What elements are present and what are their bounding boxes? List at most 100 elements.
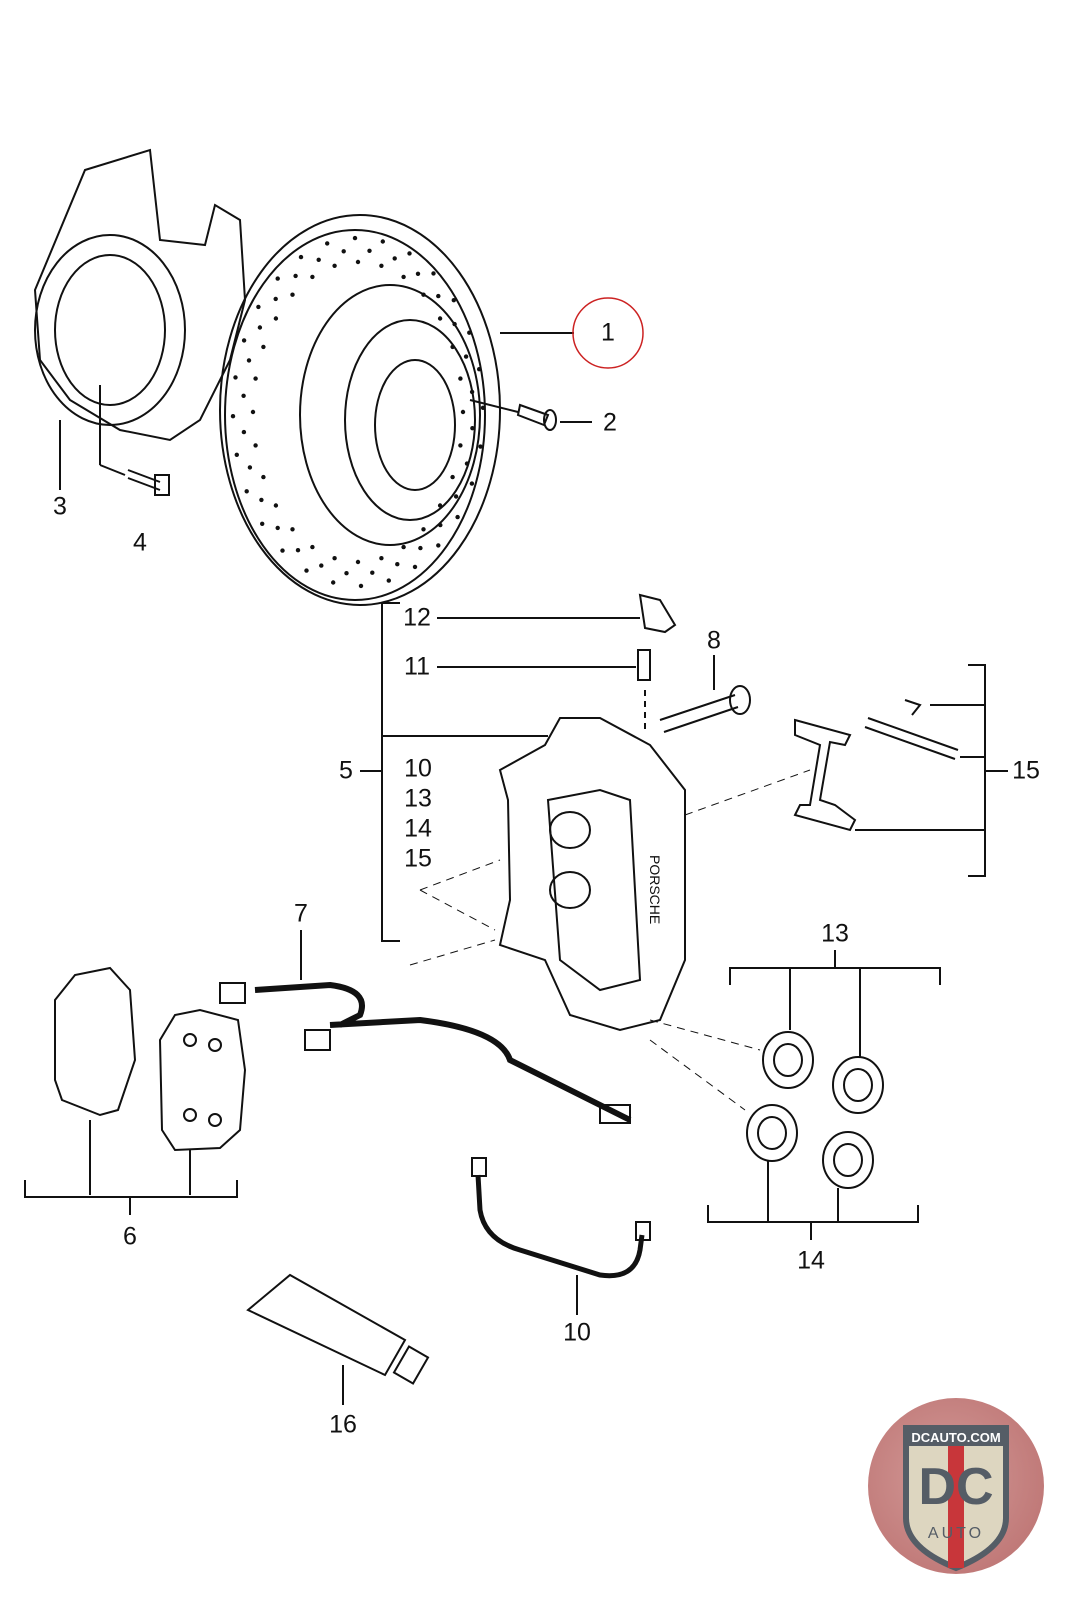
drill-hole [316, 257, 321, 262]
drill-hole [247, 465, 253, 470]
drill-hole [304, 568, 309, 573]
drill-hole [230, 414, 236, 419]
callout-4: 4 [133, 528, 147, 557]
drill-hole [392, 256, 397, 261]
drill-hole [464, 461, 470, 466]
screw-part-2 [516, 403, 557, 431]
drill-hole [458, 376, 463, 381]
drill-hole [253, 443, 258, 448]
pad-spring-part [793, 718, 857, 832]
drill-hole [421, 292, 426, 297]
group5-item: 13 [404, 784, 432, 813]
callout-3: 3 [53, 492, 67, 521]
drill-hole [256, 304, 261, 310]
piston-seals-part [746, 1031, 884, 1189]
grease-tube-part [246, 1273, 430, 1385]
caliper-brand-text: PORSCHE [647, 855, 663, 924]
drill-hole [257, 325, 263, 330]
drill-hole [470, 426, 475, 431]
drill-hole [233, 375, 238, 380]
drill-hole [451, 298, 456, 303]
drill-hole [275, 276, 280, 281]
drill-hole [401, 274, 406, 280]
drill-hole [331, 580, 336, 585]
drill-hole [298, 254, 304, 260]
drill-hole [332, 556, 337, 561]
bolt-part-4 [127, 469, 170, 496]
drill-hole [273, 296, 278, 302]
drill-hole [480, 405, 486, 410]
drill-hole [437, 316, 443, 321]
brake-pads-part [54, 966, 247, 1152]
drill-hole [463, 354, 469, 359]
drill-hole [401, 544, 406, 550]
drill-hole [478, 444, 483, 449]
brake-line-part [471, 1157, 651, 1279]
callout-7: 7 [294, 899, 308, 928]
callout-11: 11 [404, 652, 430, 681]
drill-hole [438, 522, 443, 528]
drill-hole [370, 570, 375, 575]
drill-hole [250, 409, 256, 415]
drill-hole [395, 562, 400, 567]
group5-item: 15 [404, 844, 432, 873]
pin-part-8 [659, 685, 751, 733]
drill-hole [450, 474, 455, 480]
callout-6: 6 [123, 1222, 137, 1251]
drill-hole [460, 409, 466, 415]
drill-hole [418, 545, 423, 551]
drill-hole [310, 544, 315, 550]
drill-hole [253, 376, 258, 381]
callout-8: 8 [707, 626, 721, 655]
drill-hole [273, 316, 279, 321]
callout-15: 15 [1012, 756, 1040, 785]
brake-disc-part [219, 214, 501, 606]
drill-hole [260, 521, 265, 526]
svg-text:DC: DC [918, 1458, 993, 1516]
drill-hole [325, 241, 330, 246]
drill-hole [246, 358, 252, 363]
svg-text:DCAUTO.COM: DCAUTO.COM [911, 1430, 1000, 1445]
brake-caliper-part: PORSCHE [498, 717, 686, 1032]
drill-hole [379, 556, 384, 561]
drill-hole [467, 330, 472, 335]
drill-hole [290, 527, 295, 532]
drill-hole [261, 474, 266, 480]
group5-item: 10 [404, 754, 432, 783]
drill-hole [341, 249, 346, 254]
drill-hole [436, 543, 441, 548]
drill-hole [412, 564, 418, 570]
drill-hole [280, 548, 285, 553]
drill-hole [332, 263, 337, 268]
drill-hole [290, 292, 295, 297]
drill-hole [477, 367, 482, 372]
callout-13: 13 [821, 919, 849, 948]
drill-hole [241, 429, 247, 435]
drill-hole [431, 271, 436, 276]
drill-hole [415, 271, 421, 276]
callout-12: 12 [403, 603, 431, 632]
drill-hole [436, 293, 441, 299]
drill-hole [358, 583, 364, 589]
retaining-pin-part [864, 717, 959, 760]
drill-hole [344, 571, 349, 576]
drill-hole [437, 503, 443, 508]
bleed-cap-part-12 [638, 593, 677, 634]
drill-hole [241, 338, 247, 343]
drill-hole [259, 497, 264, 503]
drill-hole [241, 393, 246, 398]
drill-hole [469, 481, 475, 486]
drill-hole [407, 251, 412, 256]
callout-16: 16 [329, 1410, 357, 1439]
drill-hole [367, 248, 372, 253]
drill-hole [273, 503, 279, 508]
drill-hole [310, 274, 315, 280]
group5-item: 14 [404, 814, 432, 843]
callout-1: 1 [601, 318, 615, 347]
callout-10: 10 [563, 1318, 591, 1347]
drill-hole [469, 389, 475, 395]
highlight-circle [572, 297, 644, 369]
wear-sensor-part [219, 981, 632, 1124]
